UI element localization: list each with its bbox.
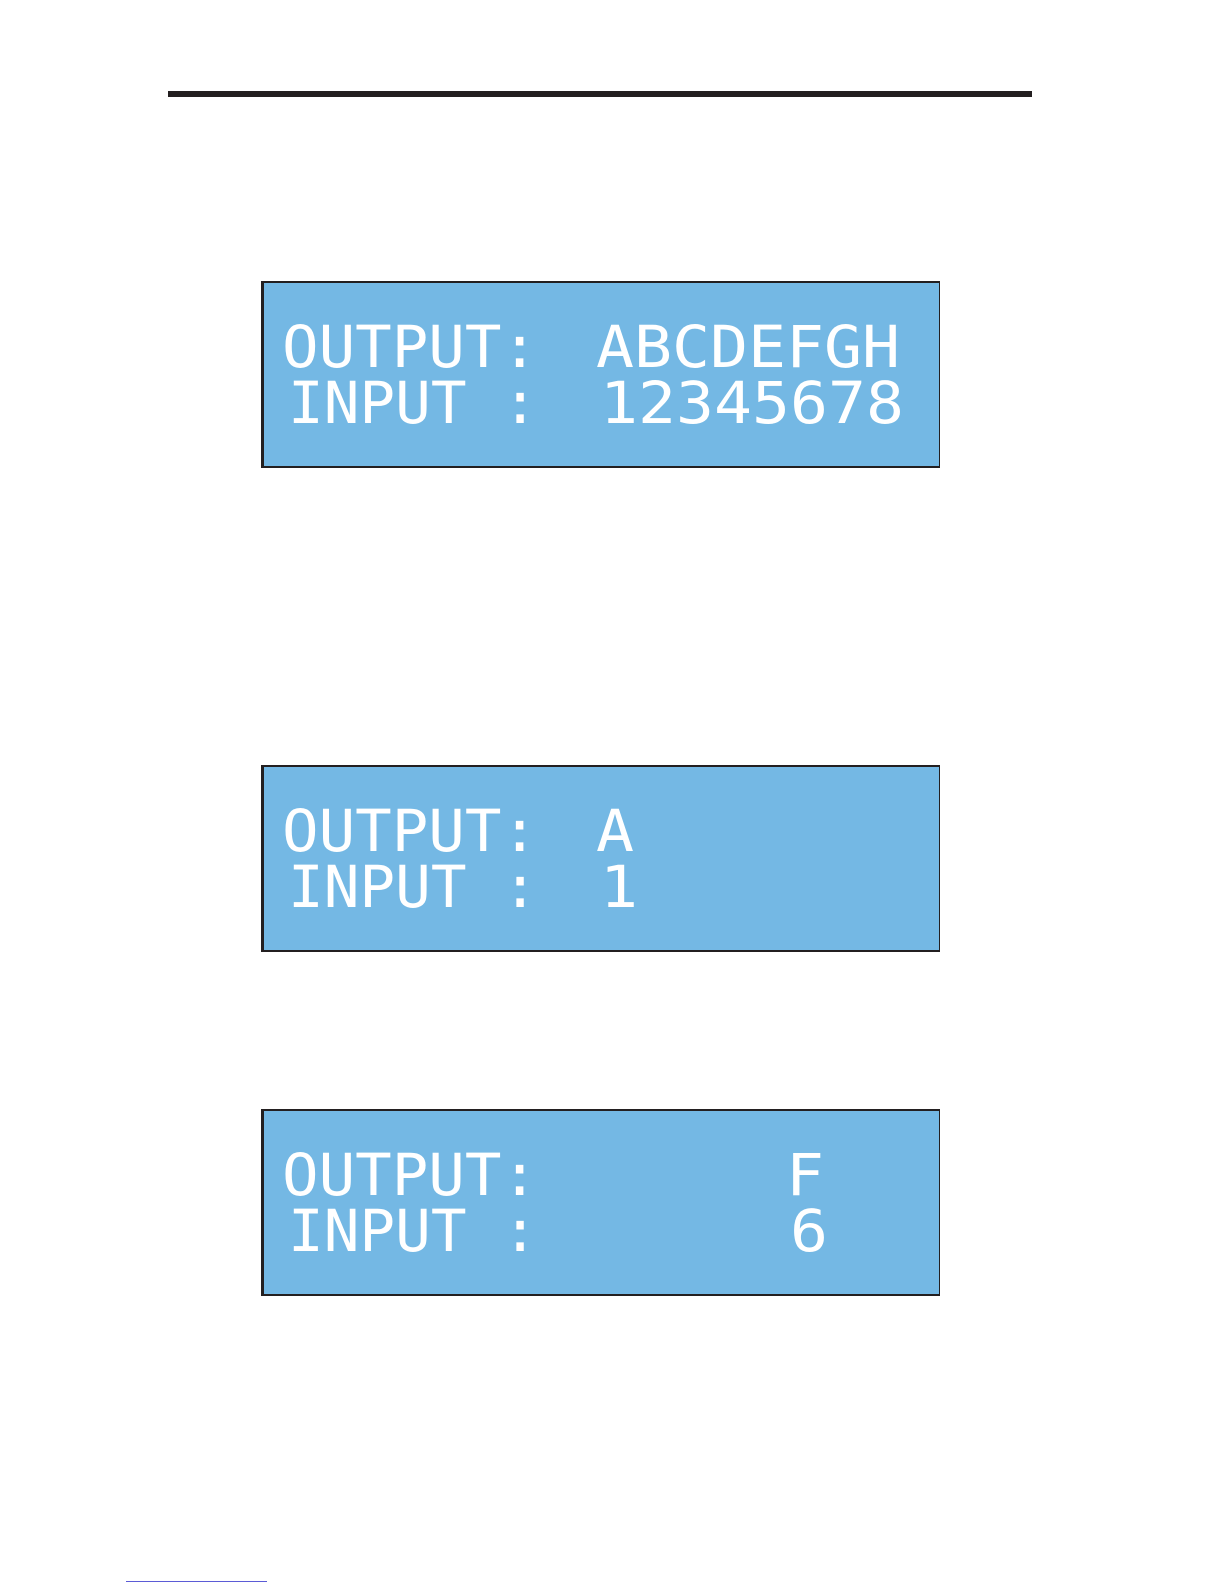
bottom-link-rule (126, 1581, 267, 1582)
input-label: INPUT : (288, 1197, 538, 1265)
input-value: 1 (600, 853, 638, 921)
lcd-text-layer: OUTPUT: ABCDEFGH INPUT : 12345678 (264, 283, 940, 466)
lcd-display-1: OUTPUT: ABCDEFGH INPUT : 12345678 (261, 281, 940, 468)
top-rule (168, 91, 1032, 97)
lcd-display-3: OUTPUT: F INPUT : 6 (261, 1109, 940, 1296)
lcd-display-2: OUTPUT: A INPUT : 1 (261, 765, 940, 952)
input-label: INPUT : (288, 369, 538, 437)
input-value: 6 (790, 1197, 828, 1265)
lcd-text-layer: OUTPUT: A INPUT : 1 (264, 767, 940, 950)
input-label: INPUT : (288, 853, 538, 921)
lcd-text-layer: OUTPUT: F INPUT : 6 (264, 1111, 940, 1294)
input-value: 12345678 (600, 369, 904, 437)
